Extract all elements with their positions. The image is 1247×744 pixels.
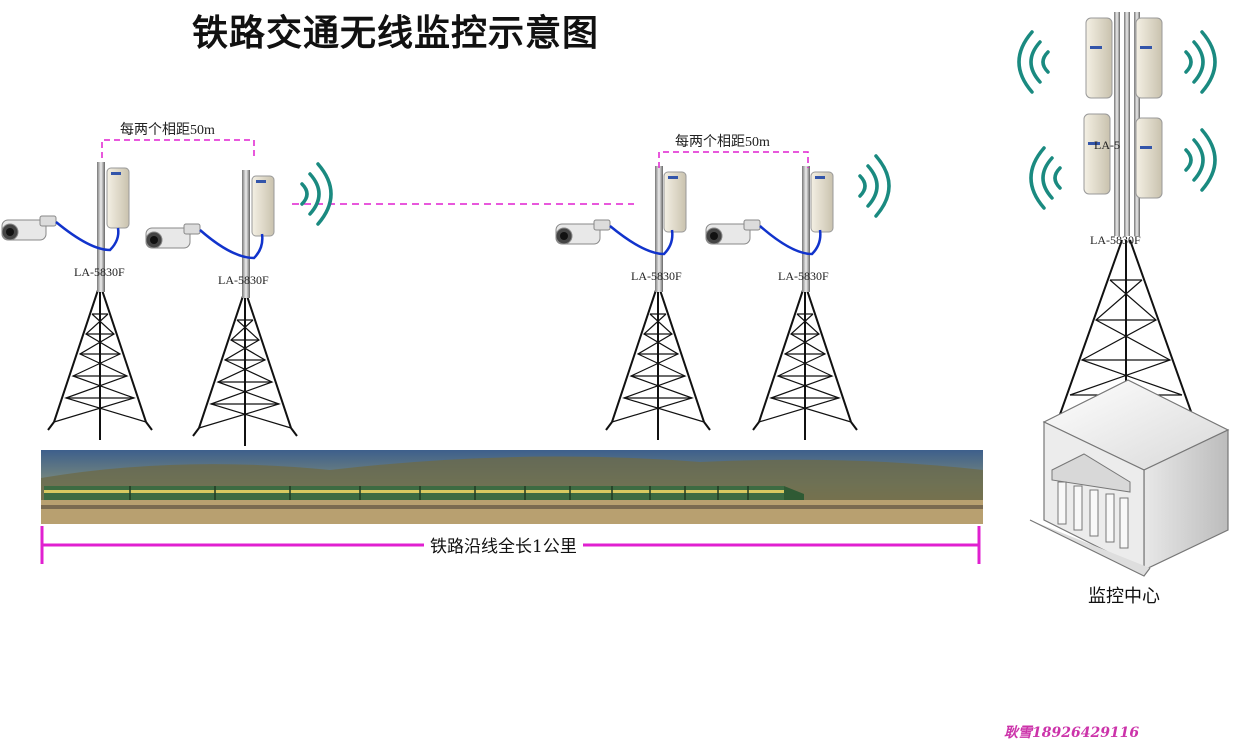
tower-1	[1, 162, 153, 441]
monitoring-center-building-icon	[1029, 379, 1230, 577]
contact-label: 耿雪18926429116	[1004, 725, 1140, 741]
spacing-label-left: 每两个相距50m	[120, 123, 215, 138]
tower-2	[145, 170, 298, 447]
tower-4	[705, 166, 858, 441]
center-antenna-label-bottom: LA-5830F	[1090, 233, 1141, 247]
device-label-1: LA-5830F	[74, 265, 125, 279]
spacing-bracket-right	[658, 151, 809, 168]
railway-length-label: 铁路沿线全长1公里	[424, 532, 583, 557]
center-antenna-label-top: LA-5	[1094, 138, 1120, 152]
center-tower	[1057, 12, 1195, 421]
device-label-3: LA-5830F	[631, 269, 682, 283]
page-title: 铁路交通无线监控示意图	[192, 12, 600, 54]
monitoring-center-label: 监控中心	[1088, 586, 1160, 607]
device-label-2: LA-5830F	[218, 273, 269, 287]
train	[44, 486, 804, 500]
spacing-label-right: 每两个相距50m	[675, 135, 770, 150]
signal-waves-right-icon	[858, 154, 891, 218]
spacing-bracket-left	[101, 139, 255, 158]
railway-photo	[41, 450, 983, 524]
device-label-4: LA-5830F	[778, 269, 829, 283]
signal-waves-left-icon	[300, 162, 333, 226]
tower-3	[555, 166, 711, 441]
